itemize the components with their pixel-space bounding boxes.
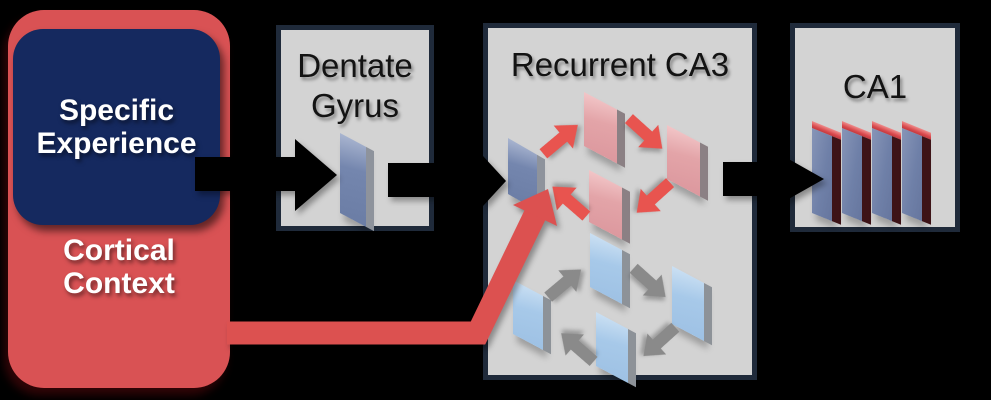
specific-experience-node: Specific Experience [13, 29, 220, 225]
ca3-recurrent-arrow-sw-icon [636, 178, 675, 213]
ca3-stored-slab-left [513, 280, 543, 350]
ca3-input-pattern-slab [508, 138, 537, 211]
dentate-gyrus-node: Dentate Gyrus [276, 25, 434, 231]
ca3-active-slab-top [584, 92, 617, 164]
ca3-recurrent-arrow-ne-icon [539, 124, 578, 159]
dg-pattern-slab [340, 133, 366, 227]
ca3-recurrent-arrow-se-icon [624, 114, 663, 149]
specific-experience-label: Specific Experience [36, 94, 197, 160]
ca3-stored-arrow-sw-icon [643, 322, 680, 357]
recurrent-ca3-node: Recurrent CA3 [483, 23, 757, 384]
ca3-stored-slab-top [590, 233, 622, 305]
dentate-gyrus-label: Dentate Gyrus [297, 47, 413, 124]
ca3-stored-arrow-nw-icon [561, 333, 598, 366]
cortical-context-label: Cortical Context [63, 234, 175, 300]
ca1-output-slab-4 [902, 128, 922, 222]
recurrent-ca3-label: Recurrent CA3 [510, 46, 730, 83]
ca3-stored-arrow-se-icon [629, 263, 666, 298]
ca1-output-slab-1 [812, 128, 832, 222]
ca1-output-slab-3 [872, 128, 892, 222]
cortical-context-node: Specific Experience Cortical Context [8, 10, 230, 388]
ca3-recurrent-arrow-nw-icon [552, 186, 591, 221]
ca1-node: CA1 [790, 23, 960, 232]
ca1-output-slab-2 [842, 128, 862, 222]
ca1-label: CA1 [842, 68, 908, 105]
ca3-stored-arrow-ne-icon [544, 269, 582, 302]
